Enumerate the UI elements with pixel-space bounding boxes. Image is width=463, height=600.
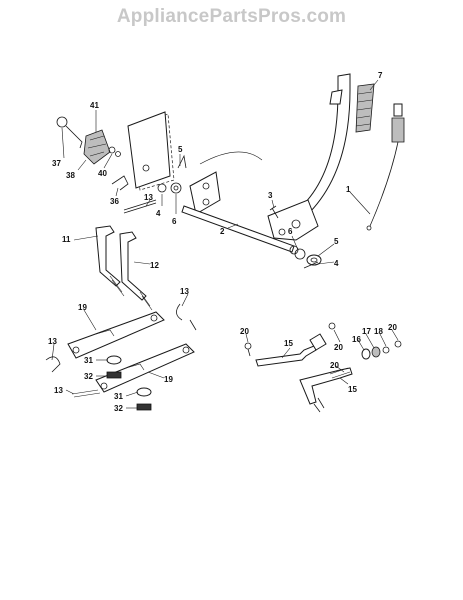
callout-1: 1 [346, 185, 351, 194]
callout-5-left: 5 [178, 145, 183, 154]
callout-labels: 41 37 38 40 36 13 4 5 6 7 1 3 2 6 5 4 11… [48, 71, 397, 413]
callout-36: 36 [110, 197, 119, 206]
callout-6-left: 6 [172, 217, 177, 226]
callout-4-left: 4 [156, 209, 161, 218]
lift-lever [267, 73, 351, 241]
callout-38: 38 [66, 171, 75, 180]
callout-4-right: 4 [334, 259, 339, 268]
callout-13-bottom: 13 [54, 386, 63, 395]
clip-20-bottom [313, 397, 325, 413]
leader-lines [51, 79, 399, 409]
clip-20-mid [328, 322, 336, 330]
mounting-plate [127, 111, 175, 191]
adjuster-16-17-18 [361, 340, 402, 360]
callout-16: 16 [352, 335, 361, 344]
callout-20-right: 20 [388, 323, 397, 332]
callout-20-bottom: 20 [330, 361, 339, 370]
callout-15-upper: 15 [284, 339, 293, 348]
release-rod [366, 103, 405, 231]
callout-40: 40 [98, 169, 107, 178]
lift-link-12 [119, 231, 153, 311]
washers [108, 146, 121, 157]
rod-15-upper [255, 333, 327, 367]
lift-link-11 [95, 225, 125, 297]
rod-15-lower [299, 367, 353, 405]
callout-13-top: 13 [144, 193, 153, 202]
callout-41: 41 [90, 101, 99, 110]
callout-5-right: 5 [334, 237, 339, 246]
spring-clip [56, 116, 83, 149]
callout-32-upper: 32 [84, 372, 93, 381]
knob-cover [83, 129, 111, 165]
callout-20-left: 20 [240, 327, 249, 336]
callout-13-mid: 13 [180, 287, 189, 296]
handle-grip [355, 83, 375, 133]
callout-11: 11 [62, 235, 71, 244]
spring-13-top [123, 199, 157, 214]
callout-13-left: 13 [48, 337, 57, 346]
nut-washer-upper [106, 355, 122, 379]
callout-19-lower: 19 [164, 375, 173, 384]
clip-13-bottom [71, 389, 101, 398]
callout-2: 2 [220, 227, 225, 236]
callout-6-right: 6 [288, 227, 293, 236]
clip-20-left [244, 342, 252, 357]
pivot-bracket [189, 151, 263, 215]
callout-31-upper: 31 [84, 356, 93, 365]
callout-31-lower: 31 [114, 392, 123, 401]
callout-37: 37 [52, 159, 61, 168]
small-clip-36 [111, 175, 129, 191]
lift-shaft [181, 205, 299, 255]
watermark-text: AppliancePartsPros.com [116, 6, 347, 27]
callout-20-mid: 20 [334, 343, 343, 352]
callout-15-lower: 15 [348, 385, 357, 394]
callout-18: 18 [374, 327, 383, 336]
callout-3: 3 [268, 191, 273, 200]
clip-13-left [45, 356, 61, 373]
bolt-3 [269, 205, 279, 219]
callout-7: 7 [378, 71, 383, 80]
callout-19-upper: 19 [78, 303, 87, 312]
callout-32-lower: 32 [114, 404, 123, 413]
nut-washer-lower [136, 387, 152, 411]
callout-12: 12 [150, 261, 159, 270]
bushing-4-5-6-right [294, 248, 322, 269]
lift-arm-lower [95, 343, 195, 393]
clip-13-right [176, 303, 197, 331]
callout-17: 17 [362, 327, 371, 336]
lift-arm-upper [67, 311, 165, 359]
